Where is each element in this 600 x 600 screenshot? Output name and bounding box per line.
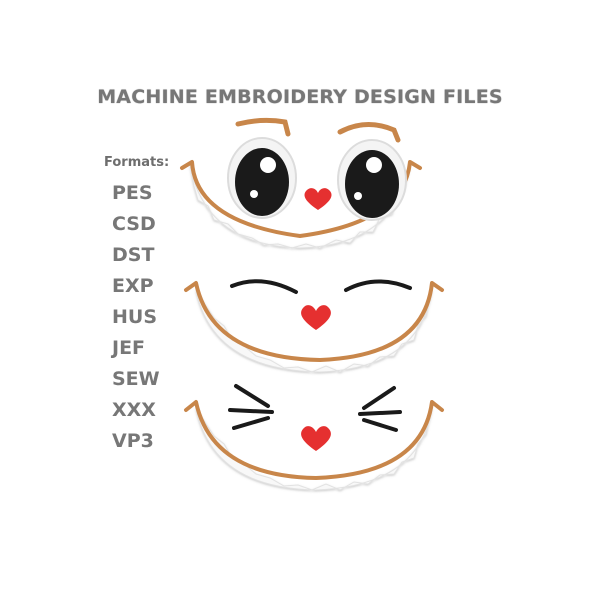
left-eye-highlight bbox=[260, 157, 276, 173]
teeth-fringe bbox=[195, 289, 433, 373]
page-title: MACHINE EMBROIDERY DESIGN FILES bbox=[97, 86, 503, 108]
teeth-fringe bbox=[195, 407, 433, 491]
format-item: DST bbox=[112, 244, 155, 266]
right-squint-eye bbox=[358, 386, 402, 432]
heart-nose-icon bbox=[301, 305, 331, 330]
right-eye-pupil bbox=[345, 150, 399, 218]
smile-outline bbox=[184, 400, 444, 480]
left-eyebrow bbox=[235, 117, 291, 137]
formats-heading: Formats: bbox=[104, 155, 170, 170]
formats-list: Formats: PES CSD DST EXP HUS JEF SEW XXX… bbox=[104, 155, 174, 457]
big-eyes-face bbox=[180, 117, 422, 249]
format-item: HUS bbox=[112, 306, 158, 328]
right-closed-eye bbox=[344, 279, 412, 292]
closed-eyes-face bbox=[184, 279, 444, 373]
right-eyebrow bbox=[337, 122, 401, 143]
format-item: XXX bbox=[112, 399, 156, 421]
format-item: PES bbox=[112, 182, 153, 204]
left-eye-pupil bbox=[235, 148, 289, 216]
heart-nose-icon bbox=[304, 188, 332, 210]
right-eye-highlight-small bbox=[354, 192, 362, 200]
squint-eyes-face bbox=[184, 384, 444, 491]
format-item: CSD bbox=[112, 213, 156, 235]
left-eye-highlight-small bbox=[250, 190, 258, 198]
format-item: JEF bbox=[112, 337, 146, 359]
format-item: VP3 bbox=[112, 430, 154, 452]
format-item: EXP bbox=[112, 275, 154, 297]
format-item: SEW bbox=[112, 368, 160, 390]
left-closed-eye bbox=[230, 279, 298, 294]
left-squint-eye bbox=[228, 384, 274, 430]
smile-outline bbox=[184, 281, 444, 362]
right-eye-highlight bbox=[366, 157, 382, 173]
heart-nose-icon bbox=[301, 426, 331, 451]
